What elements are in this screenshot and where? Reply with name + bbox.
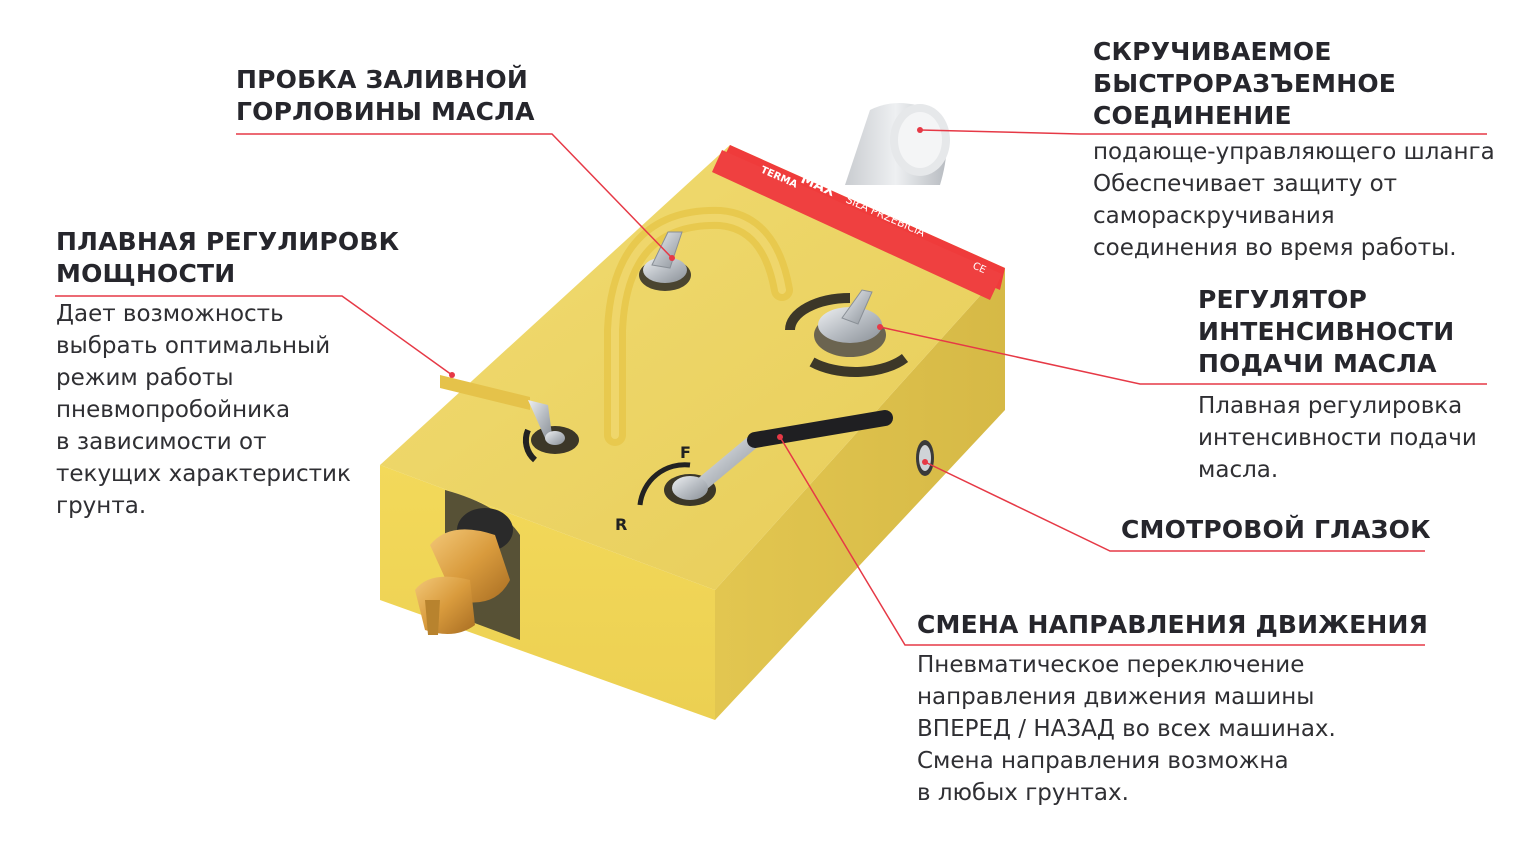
sight-glass xyxy=(916,440,934,476)
callout-oil-flow-regulator: РЕГУЛЯТОР ИНТЕНСИВНОСТИ ПОДАЧИ МАСЛА Пла… xyxy=(1198,284,1477,486)
callout-title: СМЕНА НАПРАВЛЕНИЯ ДВИЖЕНИЯ xyxy=(917,610,1429,639)
callout-quick-coupling: СКРУЧИВАЕМОЕ БЫСТРОРАЗЪЕМНОЕ СОЕДИНЕНИЕ … xyxy=(1093,36,1495,264)
carry-handle xyxy=(604,206,793,446)
callout-title: ПРОБКА ЗАЛИВНОЙ ГОРЛОВИНЫ МАСЛА xyxy=(236,65,535,126)
oil-flow-regulator-knob xyxy=(785,289,909,377)
callout-sight-glass: СМОТРОВОЙ ГЛАЗОК xyxy=(1121,514,1431,546)
callout-description: Дает возможность выбрать оптимальный реж… xyxy=(56,301,351,519)
device-top-face xyxy=(380,145,1005,590)
callout-description: подающе-управляющего шланга Обеспечивает… xyxy=(1093,139,1495,261)
callout-direction-change: СМЕНА НАПРАВЛЕНИЯ ДВИЖЕНИЯ Пневматическо… xyxy=(917,609,1428,809)
power-adjustment-lever xyxy=(440,375,579,463)
callout-description: Пневматическое переключение направления … xyxy=(917,652,1336,806)
dial-reverse-label: R xyxy=(615,515,627,534)
callout-title: РЕГУЛЯТОР ИНТЕНСИВНОСТИ ПОДАЧИ МАСЛА xyxy=(1198,285,1455,378)
brass-coupling xyxy=(415,508,513,635)
callout-oil-filler-cap: ПРОБКА ЗАЛИВНОЙ ГОРЛОВИНЫ МАСЛА xyxy=(236,64,535,128)
callout-title: СМОТРОВОЙ ГЛАЗОК xyxy=(1121,515,1431,544)
quick-coupling-filter xyxy=(845,102,950,185)
callout-description: Плавная регулировка интенсивности подачи… xyxy=(1198,393,1477,483)
direction-change-lever: F R xyxy=(615,410,893,534)
dial-forward-label: F xyxy=(680,443,691,462)
callout-title: ПЛАВНАЯ РЕГУЛИРОВК МОЩНОСТИ xyxy=(56,227,400,288)
callout-title: СКРУЧИВАЕМОЕ БЫСТРОРАЗЪЕМНОЕ СОЕДИНЕНИЕ xyxy=(1093,37,1397,130)
ce-mark: CE xyxy=(971,261,988,276)
callout-power-adjustment: ПЛАВНАЯ РЕГУЛИРОВК МОЩНОСТИ Дает возможн… xyxy=(56,226,399,522)
